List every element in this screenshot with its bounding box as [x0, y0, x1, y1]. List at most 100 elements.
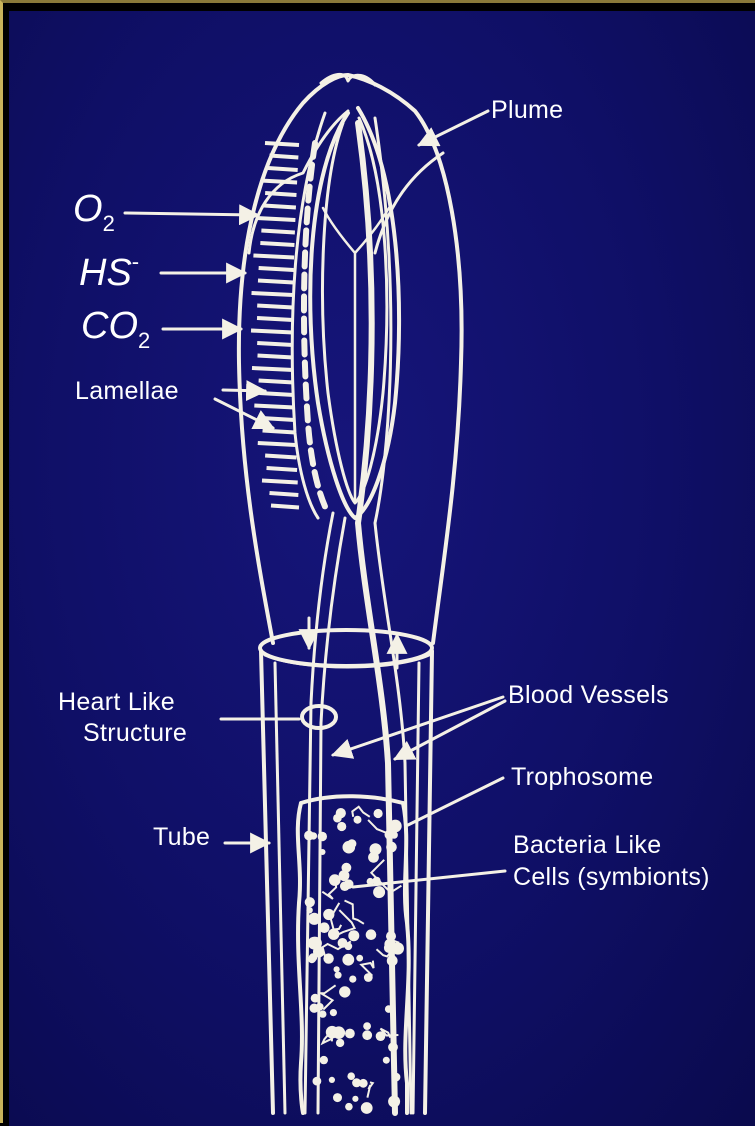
bacteria-cell: [341, 875, 347, 881]
lamella-line: [263, 431, 296, 433]
label-plume: Plume: [491, 96, 563, 124]
capillary: [367, 1082, 372, 1097]
lamella-line: [265, 143, 299, 145]
bacteria-cell: [310, 832, 317, 839]
bacteria-cell: [337, 822, 346, 831]
capillary: [352, 807, 370, 817]
bacteria-cell: [335, 972, 342, 979]
lamella-line: [267, 468, 298, 470]
bacteria-cell: [319, 922, 330, 933]
bacteria-cell: [366, 929, 377, 940]
bacteria-cell: [313, 1077, 322, 1086]
loop-branch: [323, 208, 389, 503]
tube-wall-right-inner: [413, 663, 419, 1113]
bacteria-cell: [386, 842, 397, 853]
bacteria-cell: [392, 1073, 401, 1082]
bacteria-cell: [347, 1072, 355, 1080]
bacteria-cell: [348, 930, 359, 941]
capillary: [345, 901, 364, 924]
label-co2: CO2: [81, 305, 150, 353]
lamella-line: [257, 343, 293, 345]
bacteria-cell: [352, 1096, 358, 1102]
bacteria-cell: [330, 1009, 337, 1016]
label-lamellae: Lamellae: [75, 377, 179, 405]
bacteria-cell: [334, 966, 340, 972]
lamella-line: [258, 443, 296, 445]
bacteria-cell: [388, 1096, 400, 1108]
bacteria-cell: [333, 1026, 346, 1039]
bacteria-cell: [389, 820, 402, 833]
lamella-line: [252, 368, 293, 370]
bacteria-cell: [388, 1042, 398, 1052]
bacteria-cell: [305, 897, 315, 907]
label-o2: O2: [73, 188, 115, 236]
co2-sub: 2: [138, 328, 150, 353]
co2-main: CO: [81, 305, 138, 347]
lamella-line: [252, 293, 294, 295]
label-hs: HS-: [79, 249, 139, 294]
o2-main: O: [73, 188, 103, 230]
label-bacteria-line2: Cells (symbionts): [513, 863, 710, 891]
bacteria-cell: [333, 1093, 342, 1102]
lamella-line: [260, 243, 294, 245]
lamella-line: [265, 456, 296, 458]
bacteria-cell: [318, 832, 327, 841]
lamella-line: [261, 418, 295, 420]
bacteria-cell: [354, 816, 362, 824]
bacteria-cell: [336, 808, 346, 818]
lamella-line: [264, 206, 296, 208]
label-heart-line1: Heart Like: [58, 688, 175, 716]
lamella-line: [265, 193, 296, 195]
bacteria-cell: [329, 874, 341, 886]
bacteria-cell: [320, 849, 326, 855]
lamella-line: [271, 506, 299, 508]
pointer-blood-vessels-2: [395, 701, 505, 759]
bacteria-cell: [349, 976, 356, 983]
bacteria-cell: [308, 937, 321, 950]
bacteria-cell: [362, 1030, 372, 1040]
bacteria-cell: [329, 1077, 335, 1083]
label-heart-line2: Structure: [83, 719, 187, 747]
bacteria-cell: [370, 843, 382, 855]
capillary: [331, 903, 342, 930]
plume-outline: [239, 75, 462, 643]
heart-like-structure: [302, 706, 336, 728]
bacteria-cell: [359, 1079, 368, 1088]
lamella-line: [254, 406, 294, 408]
tubeworm-diagram: Plume O2 HS- CO2 Lamellae Heart Like Str…: [3, 3, 755, 1126]
hs-main: HS: [79, 252, 132, 294]
bacteria-cell: [306, 907, 312, 913]
lamella-line: [258, 356, 294, 358]
bacteria-cell: [387, 955, 398, 966]
lamella-line: [261, 231, 295, 233]
bacteria-cell: [356, 955, 363, 962]
label-bacteria-line1: Bacteria Like: [513, 831, 661, 859]
bacteria-cell: [365, 1105, 372, 1112]
bacteria-cell: [347, 839, 356, 848]
tube-wall-left-inner: [275, 663, 285, 1113]
lamella-line: [259, 393, 294, 395]
pointer-plume: [419, 111, 488, 145]
bacteria-cell: [363, 1022, 371, 1030]
bacteria-cell: [373, 886, 385, 898]
lamella-line: [257, 318, 293, 320]
lamella-line: [259, 268, 294, 270]
lamella-line: [268, 168, 298, 170]
bacteria-cell: [342, 954, 354, 966]
lamella-line: [257, 218, 296, 220]
lamella-line: [258, 281, 293, 283]
label-tube: Tube: [153, 823, 210, 851]
bacteria-cell: [309, 953, 317, 961]
bacteria-cell: [385, 1005, 393, 1013]
pointer-o2: [125, 213, 258, 215]
bacteria-cell: [336, 1039, 344, 1047]
bacteria-cell: [308, 913, 320, 925]
lamella-line: [262, 481, 298, 483]
bacteria-cell: [345, 1029, 355, 1039]
bacteria-cell: [320, 1056, 328, 1064]
lamella-line: [253, 256, 294, 258]
bacteria-cell: [383, 1057, 390, 1064]
pointer-trophosome: [408, 778, 503, 825]
bacteria-cell: [390, 831, 398, 839]
